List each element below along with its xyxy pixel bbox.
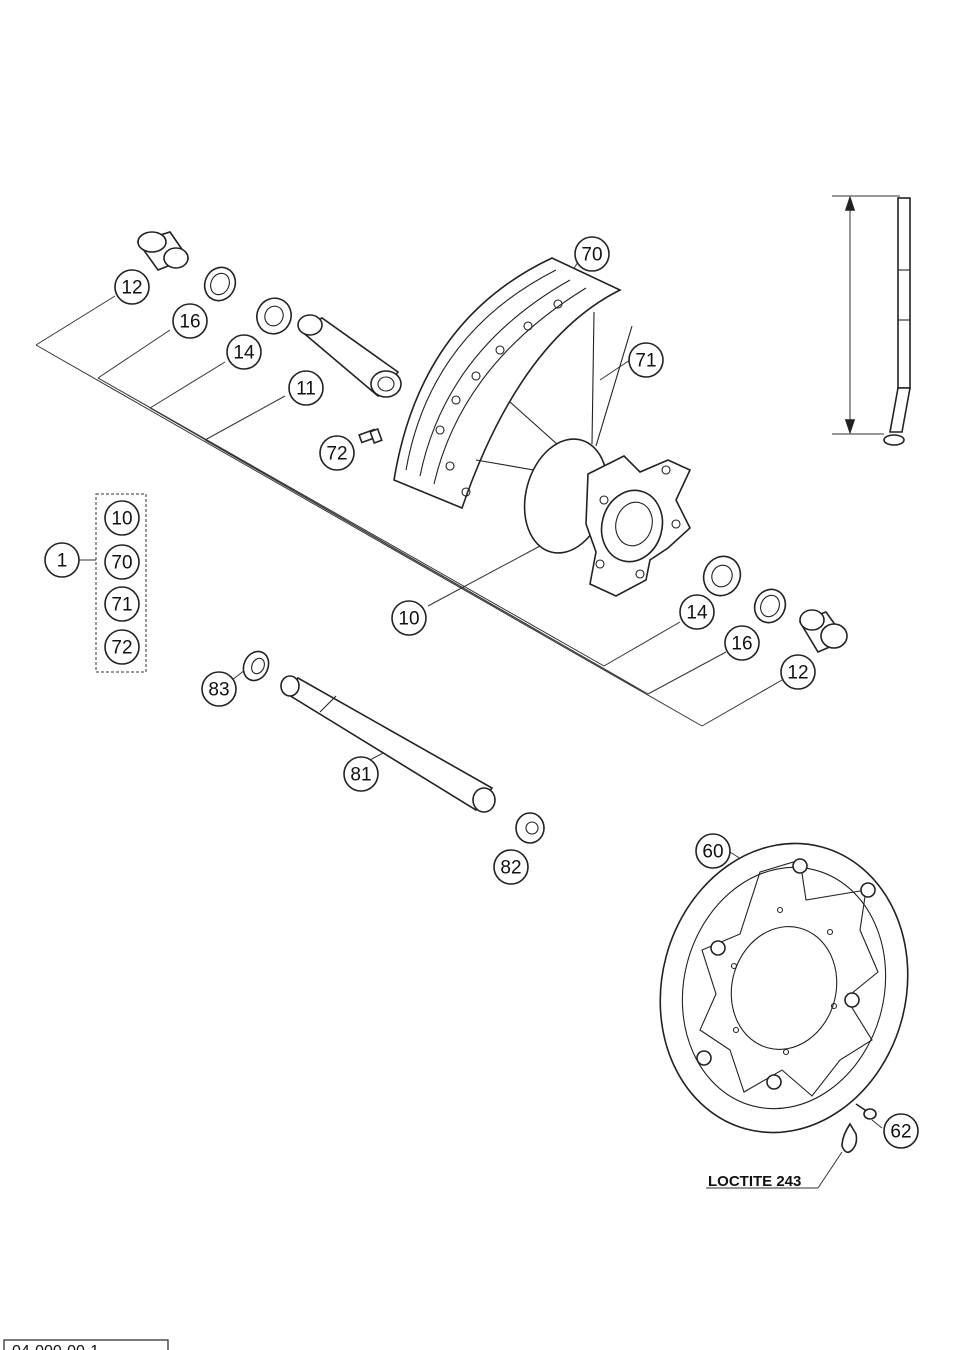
svg-text:62: 62 bbox=[890, 1122, 911, 1143]
callout-kit-71: 71 bbox=[104, 586, 140, 622]
callout-14a: 14 bbox=[226, 334, 262, 370]
nut-83 bbox=[242, 650, 270, 682]
svg-text:10: 10 bbox=[398, 609, 419, 630]
callout-62: 62 bbox=[883, 1113, 919, 1149]
bearing-upper bbox=[256, 297, 292, 335]
loctite-note: LOCTITE 243 bbox=[708, 1173, 801, 1190]
seal-lower bbox=[753, 588, 787, 624]
callout-14b: 14 bbox=[679, 594, 715, 630]
seal-upper bbox=[203, 266, 237, 302]
wheel-axle bbox=[280, 675, 496, 813]
spoke-length-detail bbox=[832, 195, 911, 446]
callout-10: 10 bbox=[391, 600, 427, 636]
spacer-lower bbox=[798, 609, 848, 654]
svg-text:1: 1 bbox=[57, 551, 68, 572]
callout-16b: 16 bbox=[724, 625, 760, 661]
svg-text:81: 81 bbox=[350, 765, 371, 786]
callout-16a: 16 bbox=[172, 303, 208, 339]
callout-81: 81 bbox=[343, 756, 379, 792]
svg-text:71: 71 bbox=[635, 351, 656, 372]
svg-text:12: 12 bbox=[121, 278, 142, 299]
svg-text:70: 70 bbox=[111, 553, 132, 574]
wheel-hub bbox=[523, 438, 692, 597]
svg-text:71: 71 bbox=[111, 595, 132, 616]
svg-text:11: 11 bbox=[296, 379, 316, 400]
loctite-drop-icon bbox=[841, 1122, 858, 1154]
svg-text:70: 70 bbox=[581, 245, 602, 266]
bearing-lower bbox=[702, 555, 742, 597]
brake-disc bbox=[659, 842, 909, 1134]
distance-sleeve bbox=[297, 314, 402, 398]
callout-82: 82 bbox=[493, 849, 529, 885]
callout-71: 71 bbox=[628, 342, 664, 378]
svg-text:82: 82 bbox=[500, 858, 521, 879]
screw-62 bbox=[855, 1103, 877, 1120]
svg-text:72: 72 bbox=[111, 638, 132, 659]
callout-12a: 12 bbox=[114, 269, 150, 305]
svg-text:14: 14 bbox=[686, 603, 708, 624]
svg-text:83: 83 bbox=[208, 680, 229, 701]
svg-text:14: 14 bbox=[233, 343, 255, 364]
callout-83: 83 bbox=[201, 671, 237, 707]
callout-kit-72: 72 bbox=[104, 629, 140, 665]
spacer-upper bbox=[136, 231, 190, 271]
svg-text:10: 10 bbox=[111, 509, 132, 530]
screw-72 bbox=[358, 427, 383, 445]
svg-text:16: 16 bbox=[731, 634, 752, 655]
callout-70: 70 bbox=[574, 236, 610, 272]
svg-text:60: 60 bbox=[702, 842, 723, 863]
callout-kit-10: 10 bbox=[104, 500, 140, 536]
callout-12b: 12 bbox=[780, 654, 816, 690]
callout-kit-70: 70 bbox=[104, 544, 140, 580]
svg-text:16: 16 bbox=[179, 312, 200, 333]
callout-11: 11 bbox=[288, 370, 324, 406]
kit-bracket bbox=[78, 493, 147, 673]
callout-60: 60 bbox=[695, 833, 731, 869]
svg-text:12: 12 bbox=[787, 663, 808, 684]
drawing-number: 04-000-00-1 bbox=[12, 1343, 99, 1350]
svg-text:72: 72 bbox=[326, 444, 347, 465]
nut-82 bbox=[515, 812, 545, 844]
callout-kit-1: 1 bbox=[44, 542, 80, 578]
callout-72: 72 bbox=[319, 435, 355, 471]
rim-segment bbox=[393, 257, 622, 510]
drawing-number-box: 04-000-00-1 bbox=[3, 1339, 169, 1350]
